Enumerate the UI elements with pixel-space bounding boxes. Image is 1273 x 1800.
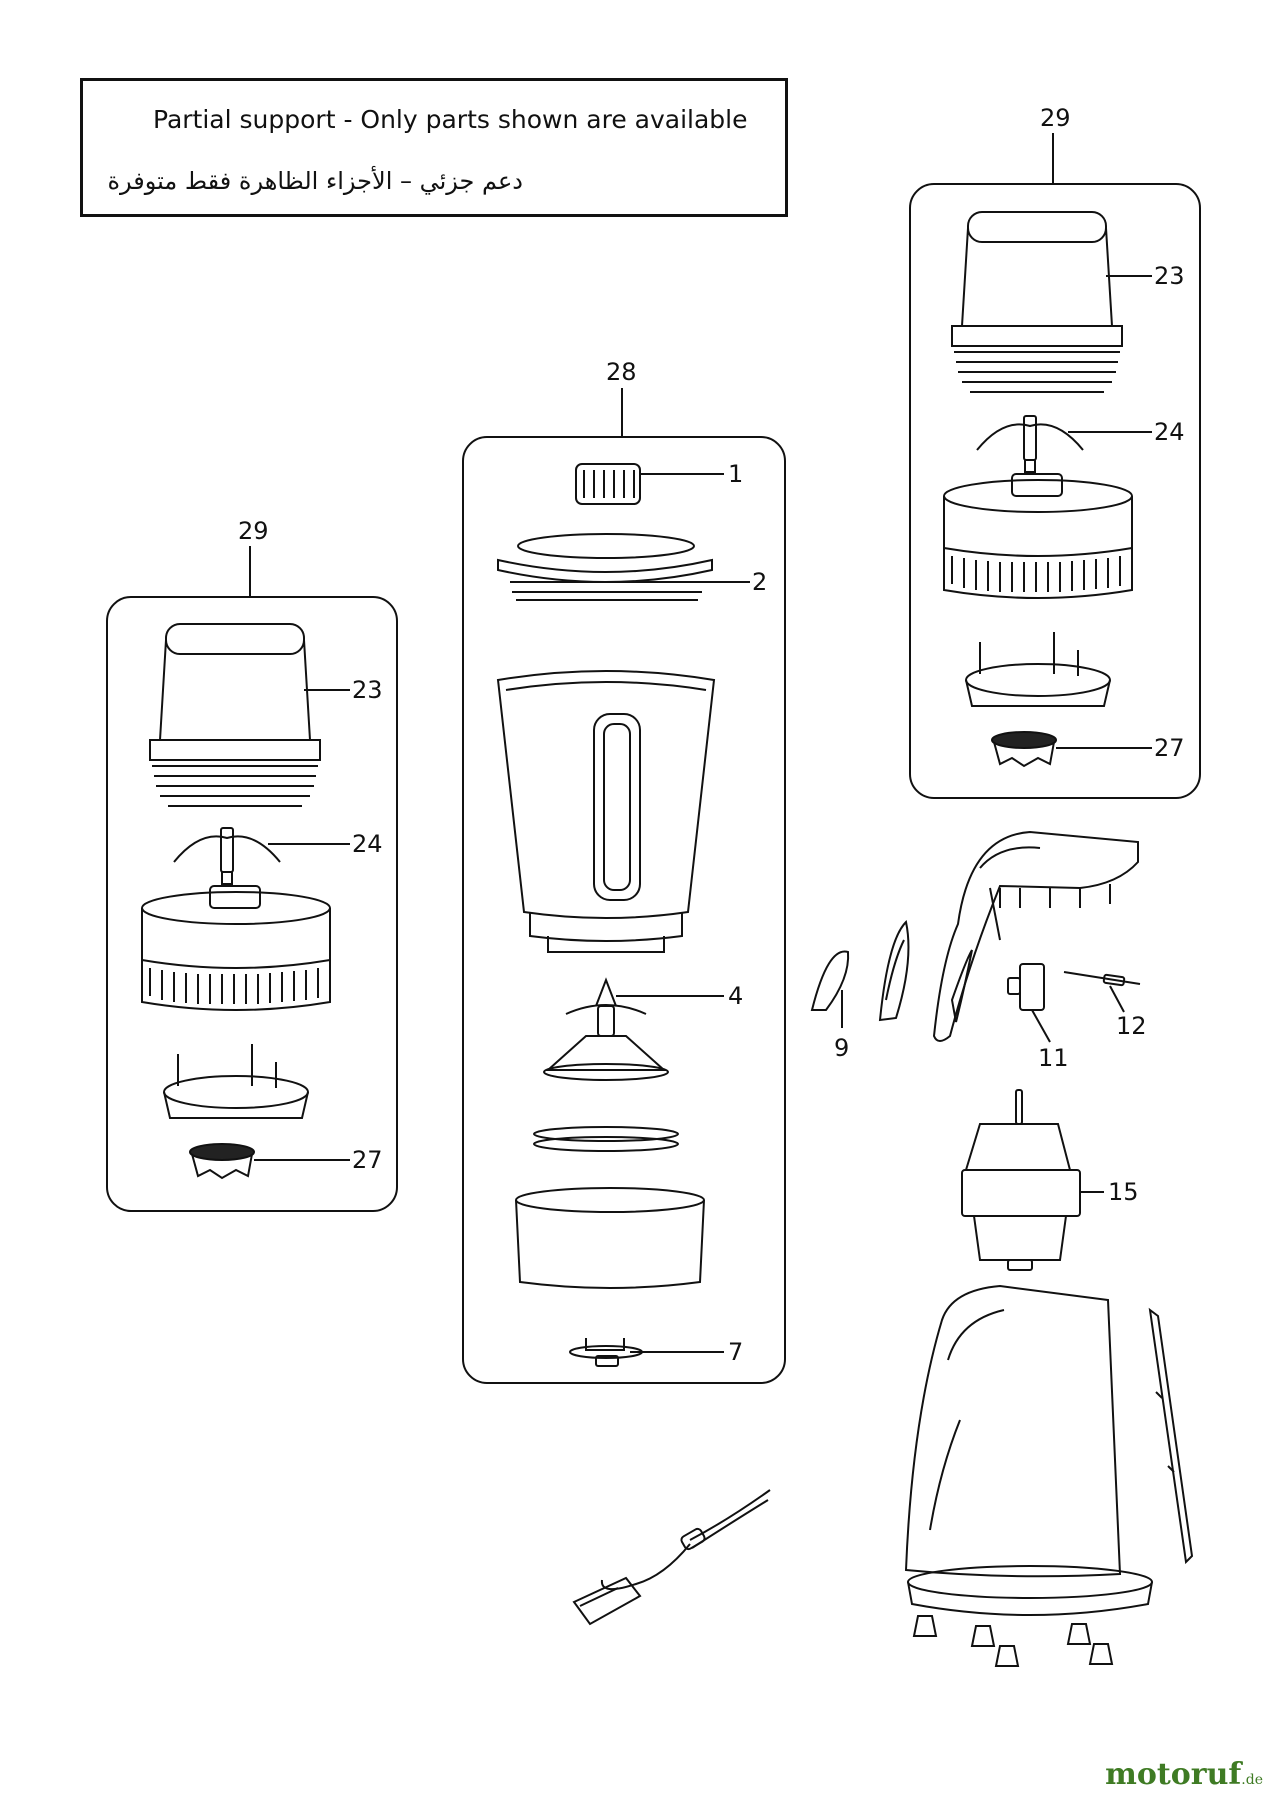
group-label-center: 28: [606, 358, 637, 386]
wire-12: [1063, 971, 1141, 987]
left-blade-24: [173, 827, 281, 885]
knob-9: [810, 950, 850, 1011]
motor-15: [961, 1089, 1081, 1271]
rubber-feet: [912, 1615, 1114, 1667]
callout-right-27: 27: [1154, 734, 1185, 762]
callout-12: 12: [1116, 1012, 1147, 1040]
jug-base-collar: [515, 1187, 705, 1289]
motoruf-watermark: motoruf.de: [1105, 1757, 1263, 1792]
switch-11: [1007, 963, 1045, 1011]
gasket-ring: [533, 1126, 679, 1152]
base-plate: [907, 1565, 1153, 1616]
callout-left-24: 24: [352, 830, 383, 858]
callout-9: 9: [834, 1034, 849, 1062]
callout-7: 7: [728, 1338, 743, 1366]
group-label-right: 29: [1040, 104, 1071, 132]
group-box-right: [909, 183, 1201, 799]
callout-11: 11: [1038, 1044, 1069, 1072]
notice-english: Partial support - Only parts shown are a…: [153, 105, 748, 134]
knob-cover: [878, 919, 910, 1022]
right-blade-24: [976, 415, 1084, 473]
left-drive-coupler-27: [189, 1143, 255, 1180]
callout-4: 4: [728, 982, 743, 1010]
left-small-jar: [149, 623, 321, 807]
right-drive-coupler-27: [991, 731, 1057, 768]
cap-1: [575, 463, 641, 505]
watermark-tld: .de: [1241, 1772, 1263, 1788]
control-panel-housing: [932, 830, 1139, 1042]
group-label-left: 29: [238, 517, 269, 545]
callout-15: 15: [1108, 1178, 1139, 1206]
power-cord: [572, 1489, 771, 1626]
blade-assembly-4: [543, 977, 669, 1081]
main-body-housing: [904, 1284, 1122, 1578]
callout-left-27: 27: [352, 1146, 383, 1174]
notice-arabic: دعم جزئي – الأجزاء الظاهرة فقط متوفرة: [107, 167, 523, 195]
availability-notice: Partial support - Only parts shown are a…: [80, 78, 788, 217]
left-blade-base: [141, 885, 331, 1011]
blender-jug: [496, 670, 716, 953]
watermark-name: motoruf: [1105, 1757, 1242, 1792]
group-box-center: [462, 436, 786, 1384]
callout-right-23: 23: [1154, 262, 1185, 290]
lid-2: [497, 533, 713, 601]
callout-1: 1: [728, 460, 743, 488]
callout-right-24: 24: [1154, 418, 1185, 446]
group-box-left: [106, 596, 398, 1212]
left-coupling-ring: [163, 1044, 309, 1119]
callout-2: 2: [752, 568, 767, 596]
drive-coupler-7: [569, 1338, 643, 1367]
side-trim-strip: [1148, 1307, 1194, 1565]
right-small-jar: [951, 211, 1123, 393]
callout-left-23: 23: [352, 676, 383, 704]
right-blade-base: [943, 473, 1133, 599]
right-coupling-ring: [965, 632, 1111, 707]
